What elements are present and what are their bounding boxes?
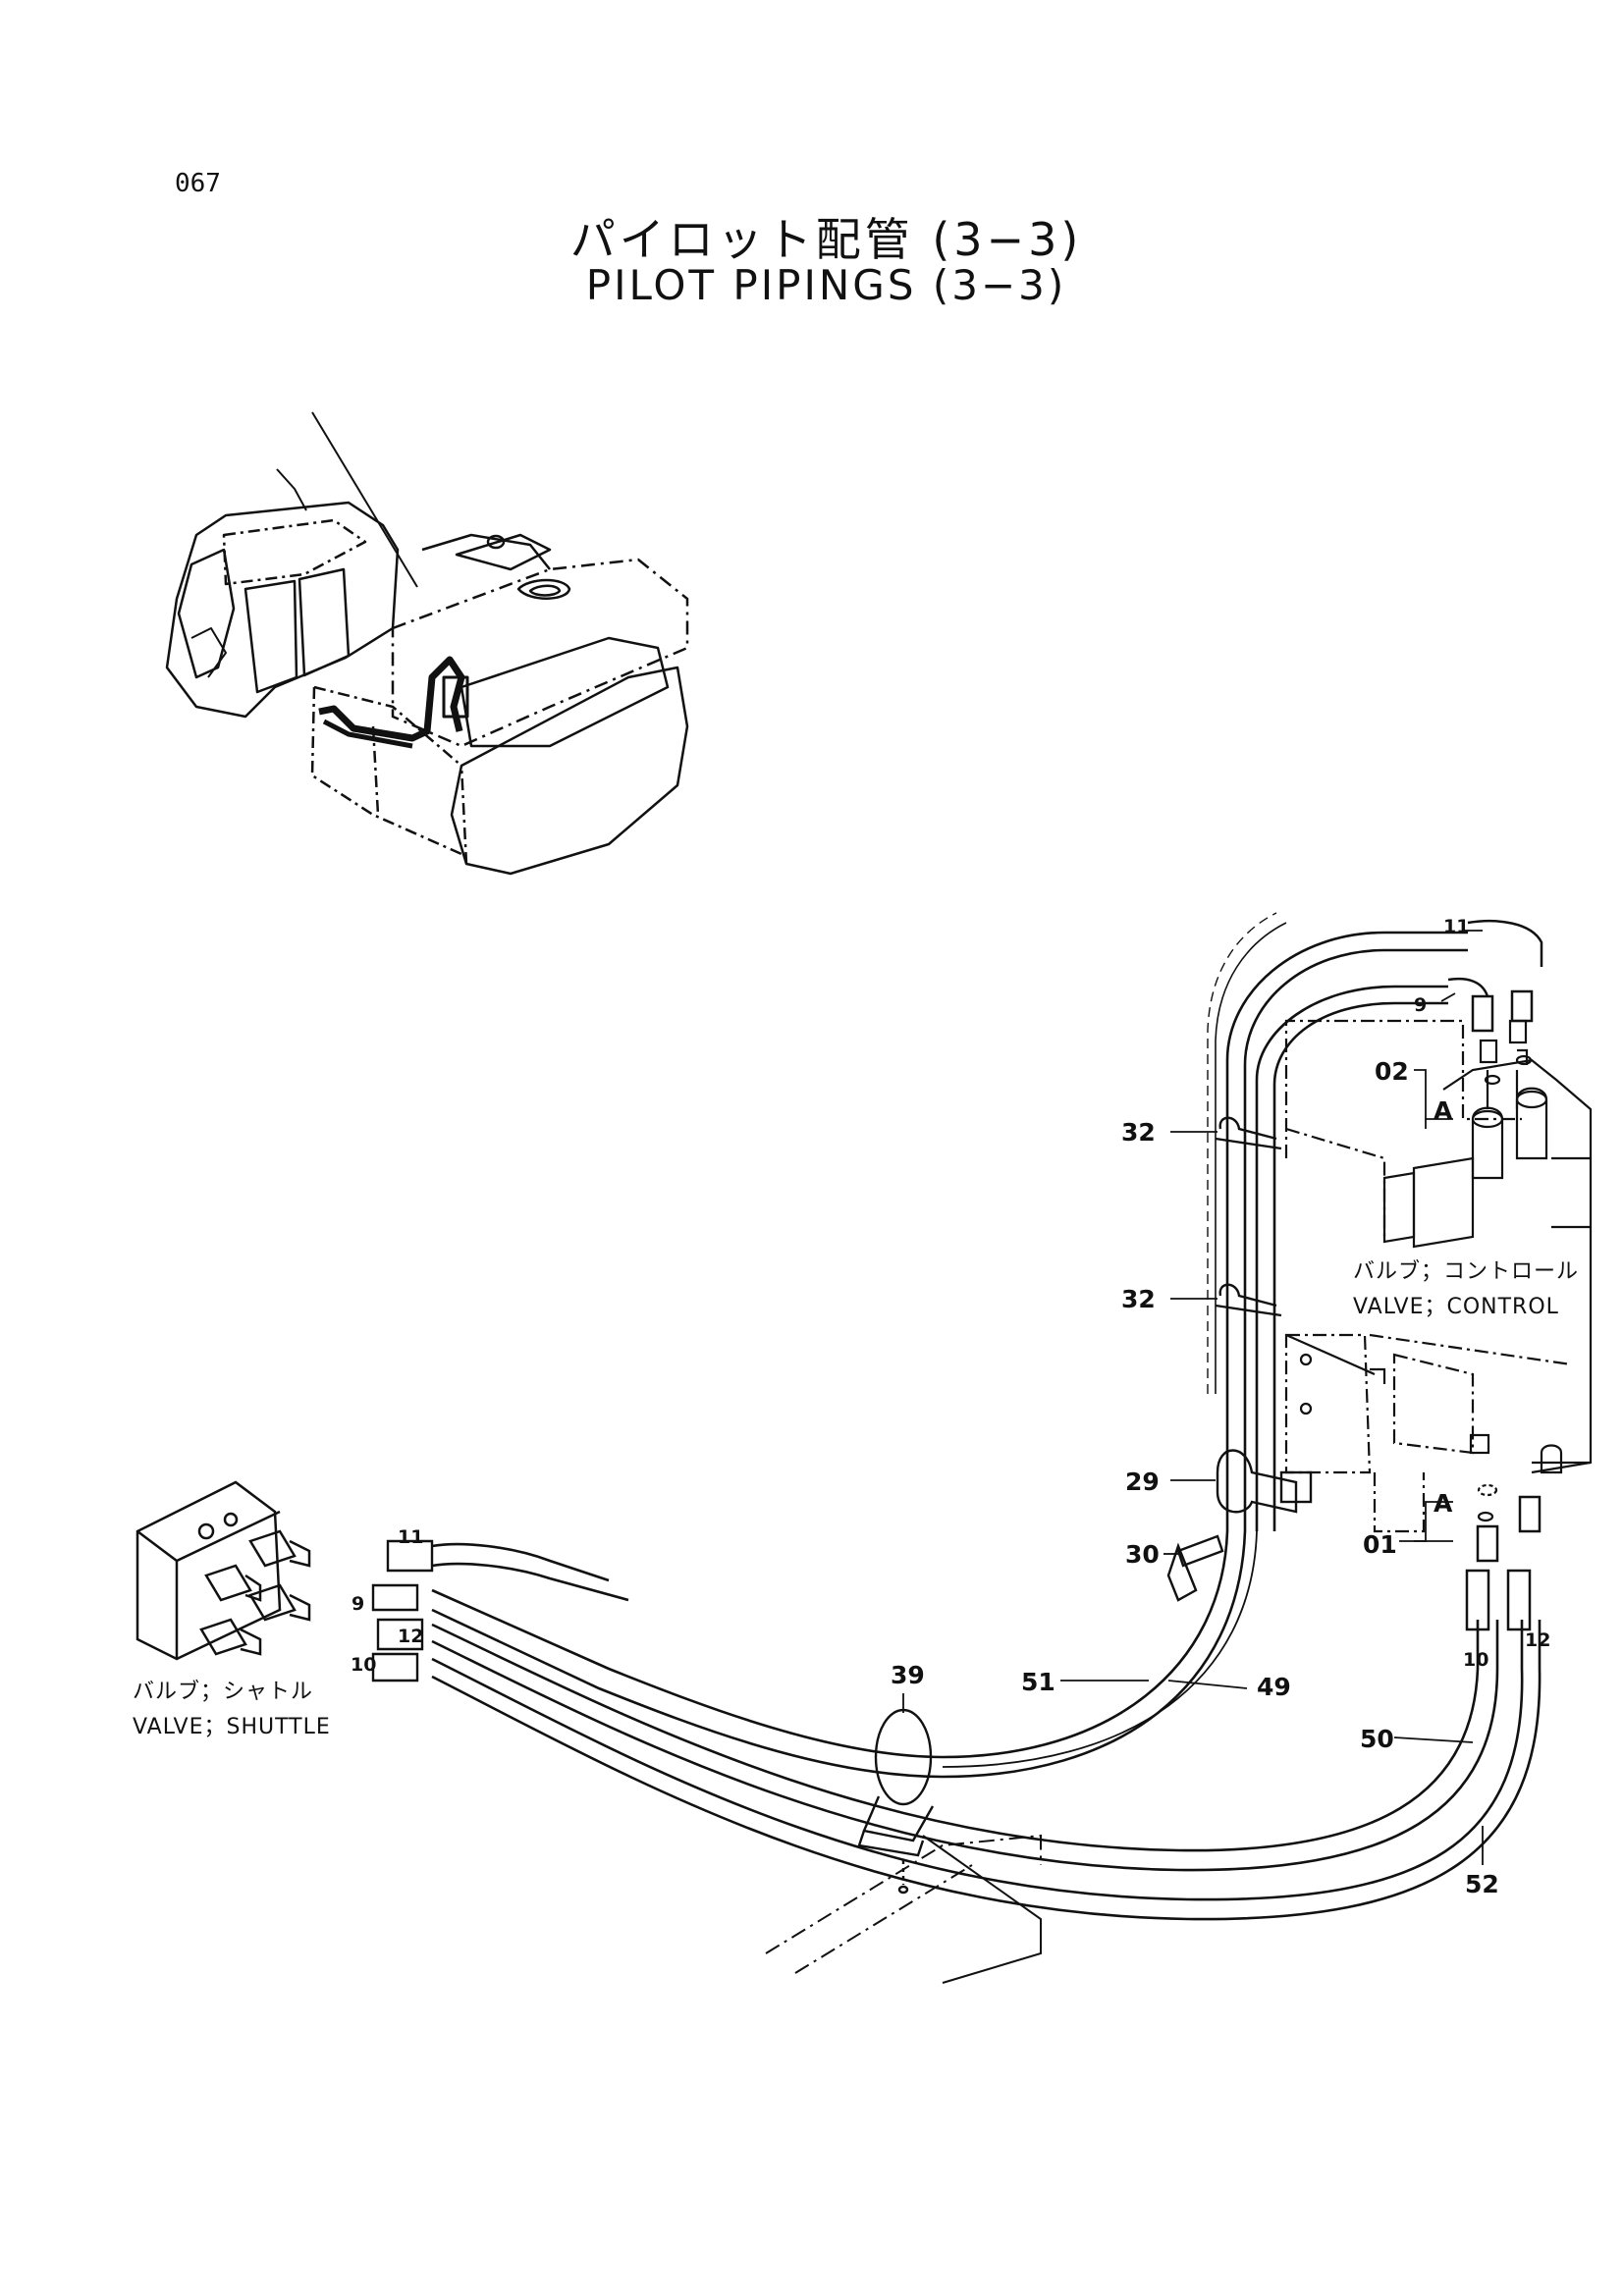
bolt-30 [1166, 1534, 1224, 1602]
component-labels: バルブ；コントロール VALVE；CONTROL バルブ；シャトル VALVE；… [133, 1259, 1579, 1739]
shuttle-valve-label-jp: バルブ；シャトル [133, 1680, 313, 1704]
callout-51: 51 [1021, 1668, 1055, 1696]
callout-11-left: 11 [398, 1526, 423, 1548]
page-title-english: PILOT PIPINGS (3−3) [585, 261, 1067, 309]
excavator-overview [165, 411, 689, 876]
callout-50: 50 [1360, 1725, 1394, 1753]
clamp-32-upper [1215, 1116, 1282, 1150]
control-valve-label-en: VALVE；CONTROL [1353, 1295, 1559, 1319]
callout-11-top: 11 [1443, 916, 1469, 937]
callout-49: 49 [1257, 1673, 1291, 1701]
shuttle-valve [135, 1480, 311, 1661]
detail-a-bottom: A [1434, 1489, 1453, 1518]
callout-12-left: 12 [398, 1626, 423, 1647]
callout-labels: 11 9 02 A 32 32 29 30 A 01 39 51 49 50 5… [351, 916, 1550, 1898]
callout-9-top: 9 [1414, 994, 1427, 1016]
detail-a-top: A [1434, 1096, 1453, 1125]
callout-12-right: 12 [1525, 1629, 1550, 1651]
machine-frame [765, 1834, 1042, 1984]
highlighted-pilot-piping [318, 656, 465, 742]
cab-outline [165, 501, 400, 719]
callout-10-right: 10 [1463, 1649, 1488, 1671]
page-title-japanese: パイロット配管 (3−3) [569, 213, 1083, 266]
callout-30: 30 [1125, 1540, 1160, 1569]
hose-bundle [371, 912, 1543, 1921]
callout-10-left: 10 [351, 1654, 376, 1676]
leader-lines [902, 930, 1484, 1865]
callout-01: 01 [1363, 1530, 1397, 1559]
boom-line [311, 411, 418, 588]
upper-structure-outline [391, 558, 689, 748]
clamp-32-lower [1215, 1283, 1282, 1317]
tank-outline [460, 636, 670, 748]
callout-52: 52 [1465, 1870, 1499, 1898]
page-number: 067 [175, 169, 221, 198]
control-valve [1284, 989, 1593, 1563]
callout-29: 29 [1125, 1468, 1160, 1496]
callout-39: 39 [891, 1661, 925, 1689]
callout-9-left: 9 [352, 1593, 364, 1615]
control-valve-label-jp: バルブ；コントロール [1353, 1259, 1579, 1284]
callout-32-lower: 32 [1121, 1285, 1156, 1313]
shuttle-valve-label-en: VALVE；SHUTTLE [133, 1715, 331, 1739]
callout-32-upper: 32 [1121, 1118, 1156, 1147]
callout-02: 02 [1375, 1057, 1409, 1086]
counterweight-outline [450, 666, 689, 876]
clamp-29 [1216, 1449, 1313, 1514]
